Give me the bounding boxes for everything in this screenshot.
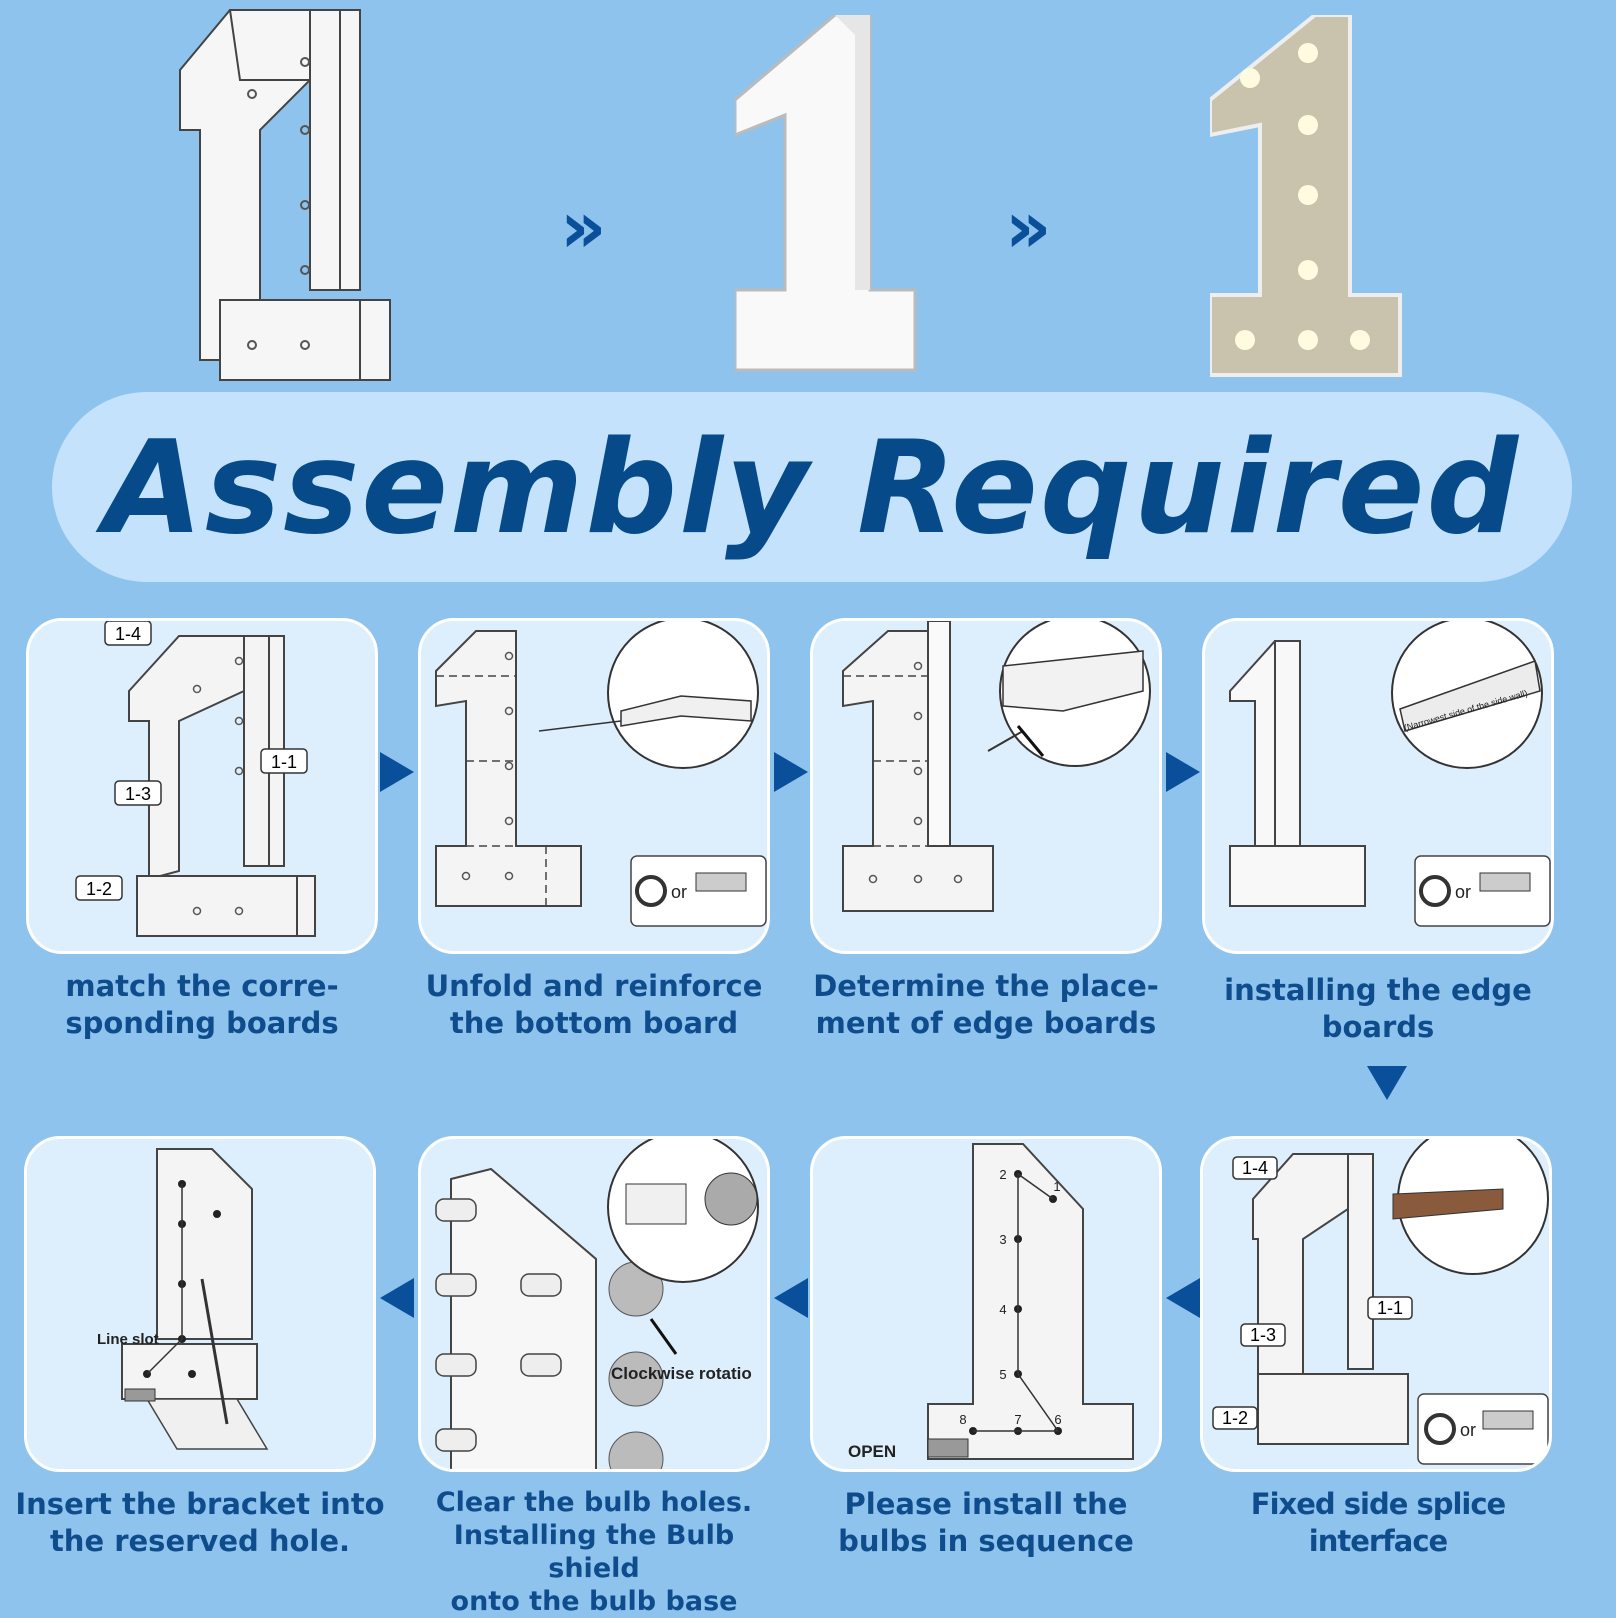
step-4-caption: installing the edge boards [1224, 973, 1532, 1044]
stage-lit-marquee [1210, 15, 1402, 377]
step-5-caption: Fixed side splice interface [1250, 1487, 1506, 1558]
step-3-card [810, 618, 1162, 954]
step-7-card: Clockwise rotatio [418, 1136, 770, 1472]
tool-or-text: or [1455, 882, 1471, 902]
label-1-3: 1-3 [1250, 1325, 1276, 1345]
prev-arrow-icon [380, 1278, 414, 1318]
step-8-card: Line slot [24, 1136, 376, 1472]
label-1-4: 1-4 [115, 624, 141, 644]
bulb-number: 5 [999, 1367, 1006, 1382]
down-arrow-icon [1367, 1066, 1407, 1100]
prev-arrow-icon [774, 1278, 808, 1318]
step-2-card: or [418, 618, 770, 954]
title-banner: Assembly Required [52, 392, 1572, 582]
bulb-number: 4 [999, 1302, 1006, 1317]
clockwise-note: Clockwise rotatio [611, 1364, 752, 1383]
line-slot-label: Line slot [97, 1331, 159, 1348]
next-arrow-icon [774, 752, 808, 792]
label-1-3: 1-3 [125, 784, 151, 804]
step-6-caption: Please install the bulbs in sequence [838, 1487, 1134, 1558]
open-label: OPEN [848, 1442, 896, 1461]
step-1-card: 1-4 1-1 1-3 1-2 [26, 618, 378, 954]
step-4-card: (Narrowest side of the side wall) or [1202, 618, 1554, 954]
page-title: Assembly Required [103, 414, 1521, 563]
label-1-1: 1-1 [1377, 1298, 1403, 1318]
prev-arrow-icon [1166, 1278, 1200, 1318]
tool-or-text: or [671, 882, 687, 902]
bulb-number: 3 [999, 1232, 1006, 1247]
next-arrow-icon [380, 752, 414, 792]
step-1-caption: match the corre- sponding boards [65, 969, 339, 1040]
stage-unassembled-frame [179, 9, 391, 382]
step-5-card: 1-4 1-1 1-3 1-2 or [1200, 1136, 1552, 1472]
bulb-number: 7 [1014, 1412, 1021, 1427]
step-7-caption: Clear the bulb holes. Installing the Bul… [435, 1487, 753, 1617]
step-6-card: 1 2 3 4 5 6 7 8 OPEN [810, 1136, 1162, 1472]
next-arrow-icon [1166, 752, 1200, 792]
bulb-number: 8 [959, 1412, 966, 1427]
step-2-caption: Unfold and reinforce the bottom board [425, 969, 763, 1040]
bulb-number: 1 [1053, 1179, 1060, 1194]
bulb-number: 6 [1054, 1412, 1061, 1427]
step-8-caption: Insert the bracket into the reserved hol… [15, 1487, 385, 1558]
label-1-2: 1-2 [86, 879, 112, 899]
label-1-1: 1-1 [271, 752, 297, 772]
stage-arrow-icon-1: » [560, 185, 607, 269]
bulb-number: 2 [999, 1167, 1006, 1182]
tool-or-text: or [1460, 1420, 1476, 1440]
label-1-4: 1-4 [1242, 1158, 1268, 1178]
stage-assembled-frame [735, 15, 917, 372]
stage-arrow-icon-2: » [1005, 185, 1052, 269]
step-3-caption: Determine the place- ment of edge boards [813, 969, 1159, 1040]
label-1-2: 1-2 [1222, 1408, 1248, 1428]
